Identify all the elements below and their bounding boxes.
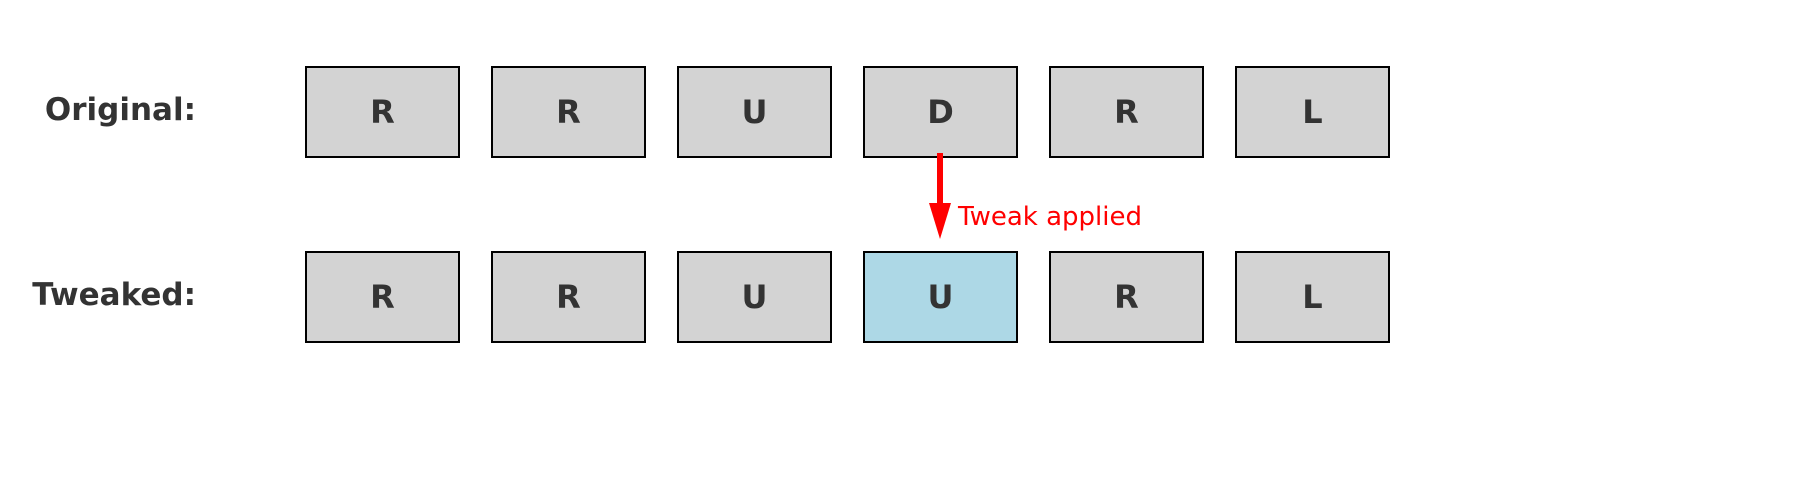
tweaked-cell-1: R: [305, 251, 460, 343]
tweaked-cell-5: R: [1049, 251, 1204, 343]
tweaked-cell-6: L: [1235, 251, 1390, 343]
tweak-arrow-head: [929, 203, 951, 239]
original-cell-4: D: [863, 66, 1018, 158]
tweaked-cell-4-changed: U: [863, 251, 1018, 343]
tweak-annotation: Tweak applied: [958, 202, 1142, 232]
original-cell-3: U: [677, 66, 832, 158]
original-cell-2: R: [491, 66, 646, 158]
tweaked-cell-2: R: [491, 251, 646, 343]
tweaked-cell-3: U: [677, 251, 832, 343]
original-cell-5: R: [1049, 66, 1204, 158]
row-label-tweaked: Tweaked:: [32, 277, 196, 313]
original-cell-1: R: [305, 66, 460, 158]
row-label-original: Original:: [44, 92, 196, 128]
original-cell-6: L: [1235, 66, 1390, 158]
